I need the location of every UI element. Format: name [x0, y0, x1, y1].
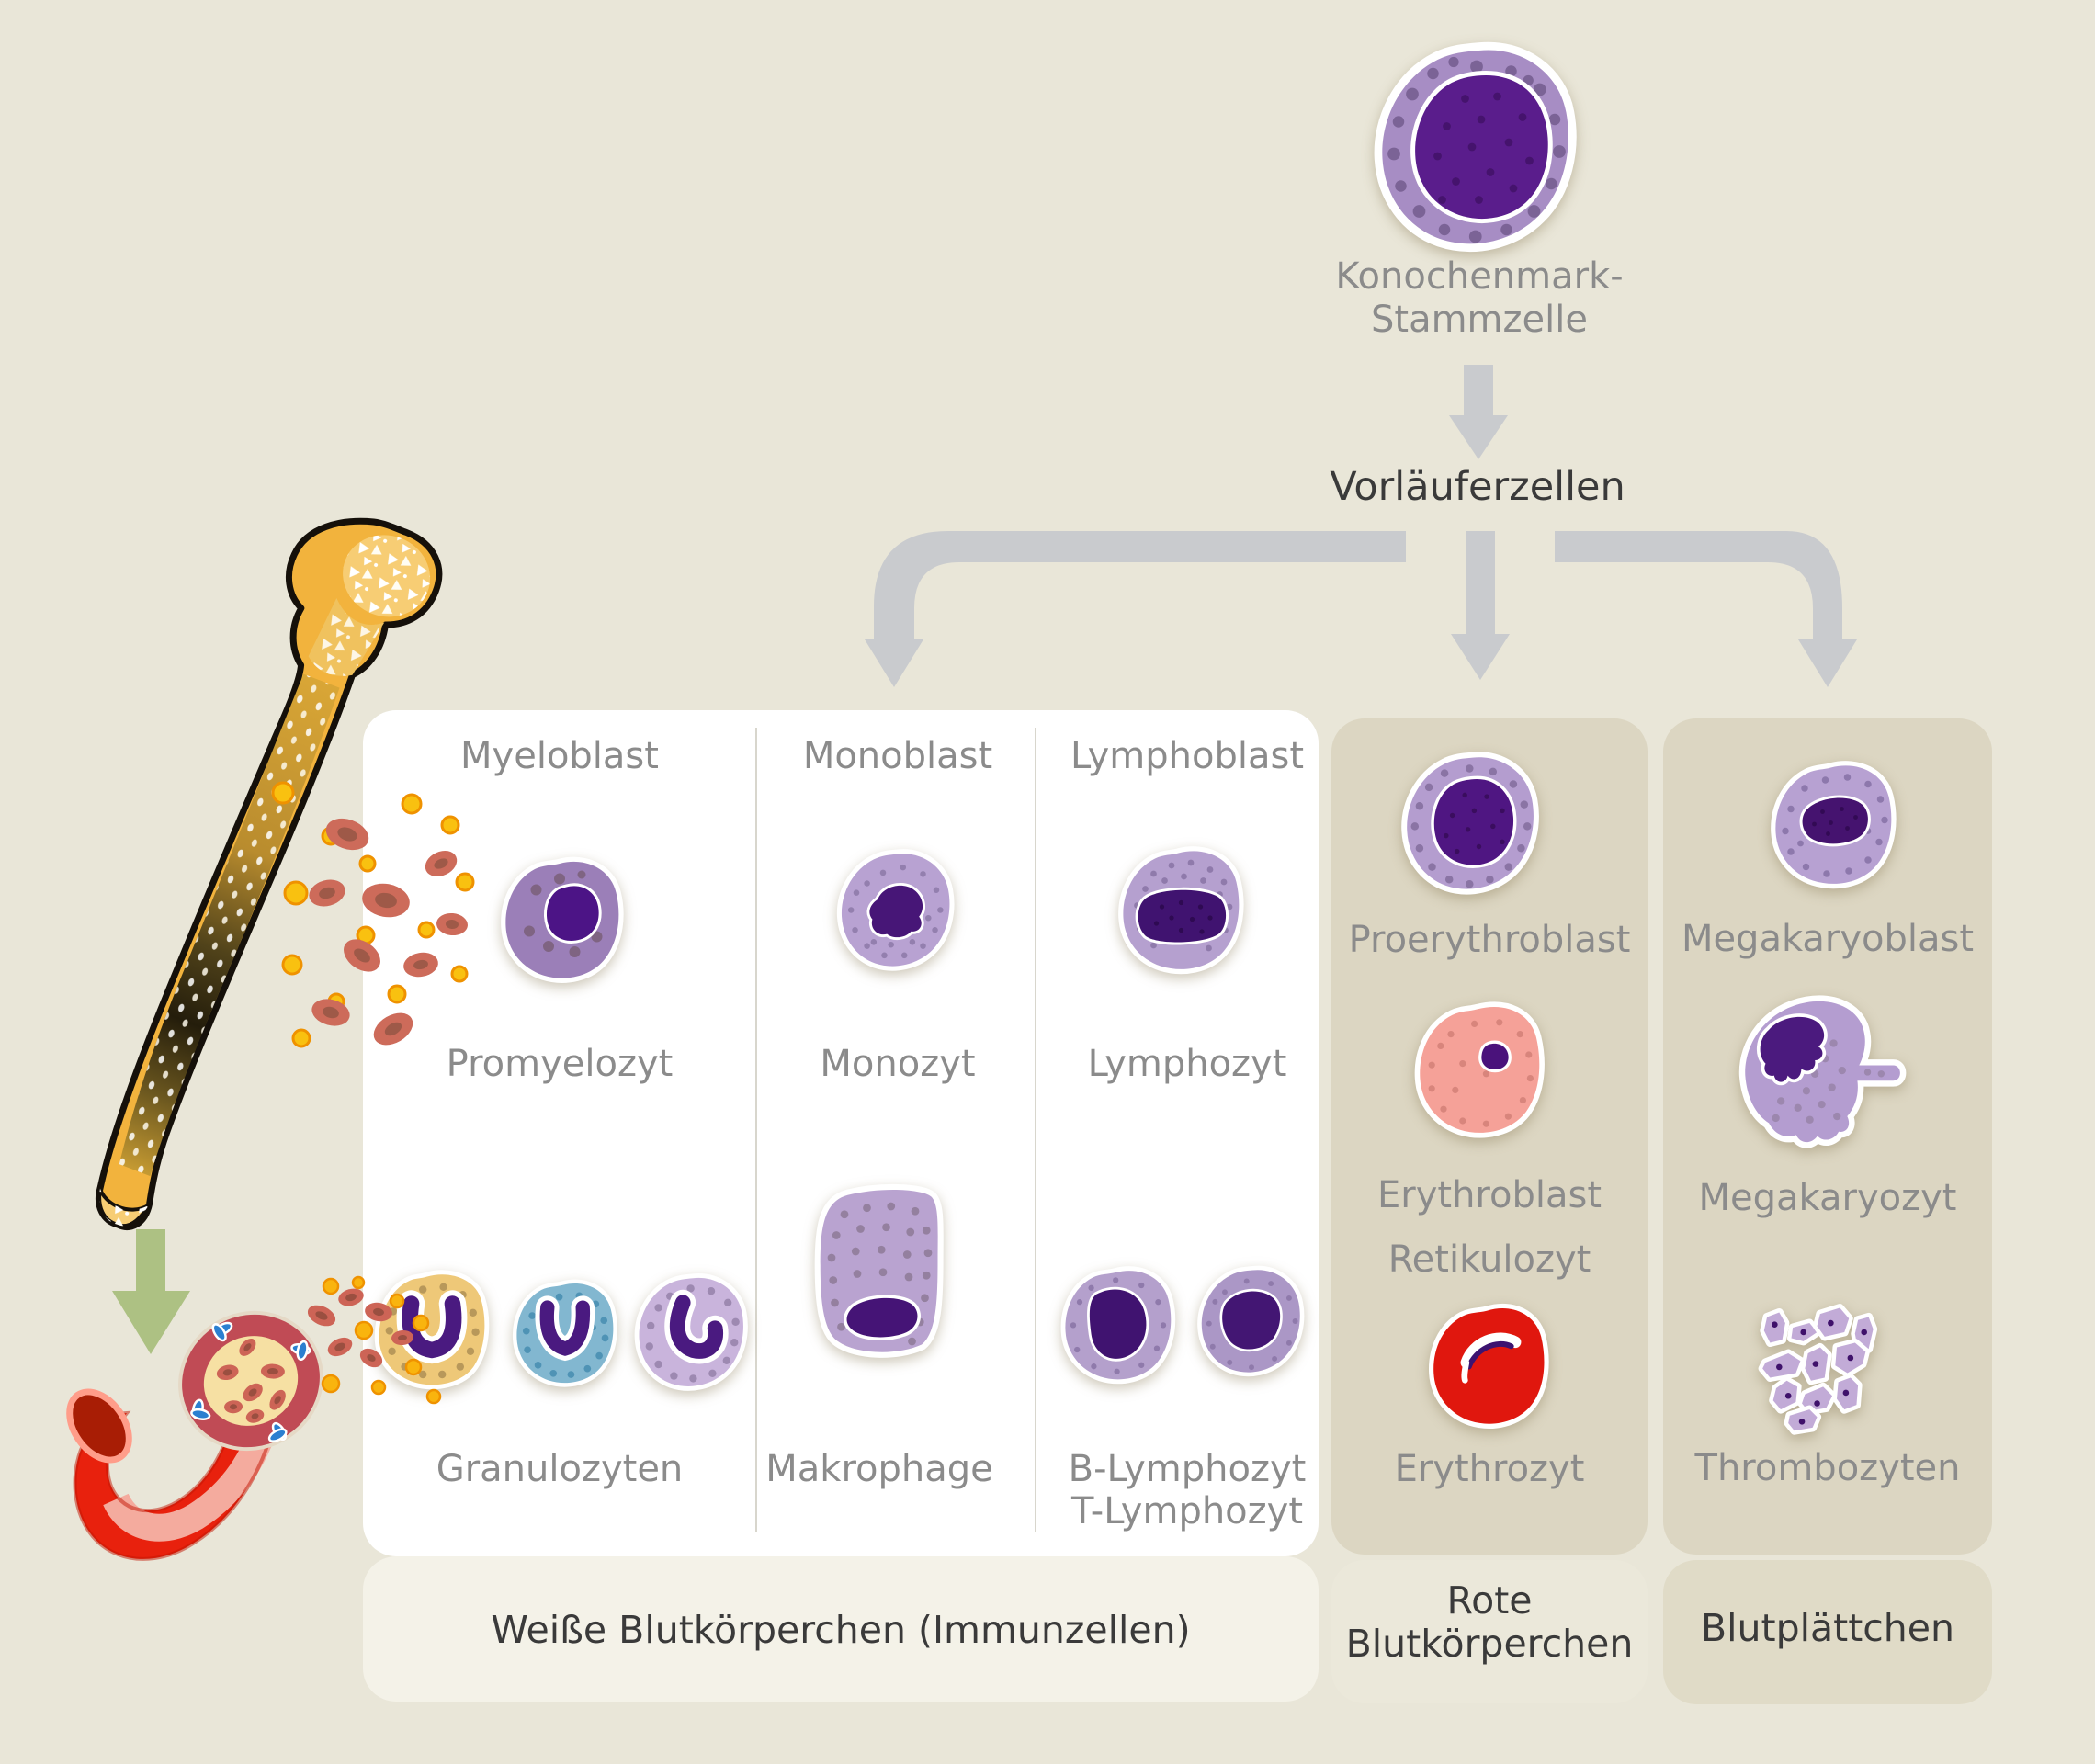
megakaryozyt-cell [1738, 995, 1907, 1148]
makrophage-label: Makrophage [765, 1448, 993, 1490]
branch-right-arrow-icon [1555, 531, 1857, 687]
myeloblast-label: Myeloblast [460, 735, 659, 777]
erythroblast-cell [1414, 1001, 1545, 1138]
stem-cell-illustration [1374, 41, 1577, 252]
stem-cell-label: Konochenmark- Stammzelle [1335, 255, 1624, 341]
precursor-cells-label: Vorläuferzellen [1330, 464, 1625, 510]
proerythroblast-cell [1401, 752, 1539, 895]
platelets-footer-band [1663, 1560, 1992, 1704]
red-blood-cells-spray [309, 818, 468, 1046]
t-lymphozyt-label: T-Lymphozyt [1070, 1490, 1304, 1532]
t-lymphozyt-cell [1197, 1265, 1305, 1377]
lymphoblast-label: Lymphoblast [1070, 735, 1305, 777]
granulocyte-eosinophil-cell [634, 1273, 748, 1391]
erythrozyt-cell [1429, 1303, 1549, 1429]
white-cells-footer-label: Weiße Blutkörperchen (Immunzellen) [491, 1608, 1191, 1652]
megakaryozyt-label: Megakaryozyt [1698, 1177, 1957, 1219]
b-lymphozyt-cell [1060, 1266, 1176, 1385]
erythroblast-label: Erythroblast [1376, 1174, 1602, 1216]
b-lymphozyt-label: B-Lymphozyt [1068, 1448, 1307, 1490]
blood-vessel-icon [66, 1275, 442, 1561]
monoblast-cell [836, 849, 955, 971]
granulocyte-neutrophil-cell [374, 1270, 490, 1390]
green-arrow-icon [112, 1229, 190, 1354]
arrow-down-icon [1449, 365, 1508, 459]
granulocyte-basophil-cell [512, 1279, 617, 1387]
column-divider-1 [755, 728, 757, 1532]
myeloblast-cell [501, 856, 624, 983]
red-cells-footer-label: Rote Blutkörperchen [1345, 1578, 1634, 1666]
proerythroblast-label: Proerythroblast [1348, 919, 1631, 961]
cell-spray-lower [307, 1275, 442, 1405]
monoblast-label: Monoblast [802, 735, 993, 777]
cell-spray-upper [271, 781, 475, 1048]
column-divider-2 [1035, 728, 1036, 1532]
branch-left-arrow-icon [865, 531, 1406, 687]
makrophage-cell [814, 1183, 944, 1358]
lymphoblast-cell [1118, 846, 1244, 975]
lymphozyt-label: Lymphozyt [1087, 1043, 1287, 1085]
erythrozyt-label: Erythrozyt [1394, 1448, 1585, 1490]
white-blood-cells-footer-band [363, 1556, 1319, 1702]
flow-arrows [865, 365, 1857, 687]
platelets-footer-label: Blutplättchen [1700, 1606, 1955, 1650]
megakaryoblast-label: Megakaryoblast [1681, 918, 1975, 960]
retikulozyt-label: Retikulozyt [1387, 1238, 1591, 1281]
megakaryoblast-cell [1771, 761, 1897, 889]
bone-marrow-illustration [66, 517, 475, 1561]
bone-icon [96, 517, 443, 1231]
thrombozyten-label: Thrombozyten [1694, 1447, 1961, 1489]
monozyt-label: Monozyt [820, 1043, 976, 1085]
white-blood-cells-panel [363, 710, 1319, 1556]
promyelozyt-label: Promyelozyt [446, 1043, 674, 1085]
red-blood-cells-footer-band [1331, 1560, 1648, 1703]
granulozyten-label: Granulozyten [436, 1448, 684, 1490]
branch-center-arrow-icon [1451, 531, 1510, 680]
thrombozyten-cluster [1758, 1304, 1878, 1435]
